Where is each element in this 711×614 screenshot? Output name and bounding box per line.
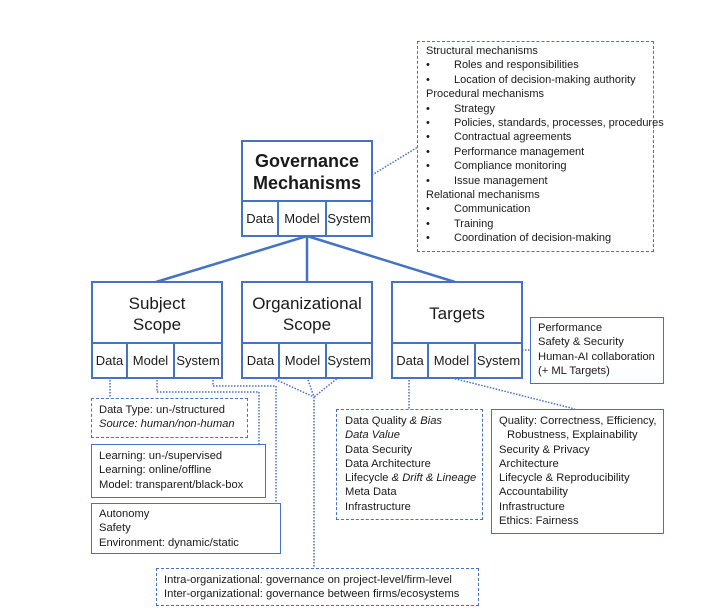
connector-governance-subject <box>155 234 308 284</box>
connector-governance-mechanisms-note <box>371 146 419 176</box>
targets-cell-data: Data <box>396 353 424 368</box>
governance-cell-model: Model <box>277 202 325 235</box>
mechanisms-group-heading: Relational mechanisms <box>426 189 540 202</box>
targets-cell-system: System <box>474 344 521 377</box>
mechanisms-item: •Policies, standards, processes, procedu… <box>426 117 664 130</box>
mechanisms-item: •Training <box>426 217 494 230</box>
governance-title: Governance Mechanisms <box>252 150 362 193</box>
organizational-note: Intra-organizational: governance on proj… <box>156 568 479 606</box>
subject-cell-model: Model <box>126 344 173 377</box>
subject-scope-cells: Data Model System <box>93 342 221 377</box>
connector-org-model <box>306 376 315 398</box>
connector-org-data <box>269 376 315 398</box>
mechanisms-group-heading: Structural mechanisms <box>426 45 538 57</box>
mechanisms-item: •Issue management <box>426 174 548 187</box>
mechanisms-item: •Performance management <box>426 145 585 158</box>
targets-model-note: Quality: Correctness, Efficiency, Robust… <box>491 409 664 534</box>
governance-cell-system: System <box>325 202 371 235</box>
organizational-scope-title: Organizational Scope <box>252 294 362 334</box>
mechanisms-item: •Roles and responsibilities <box>426 59 579 72</box>
subject-model-note: Learning: un-/supervised Learning: onlin… <box>91 444 266 498</box>
organizational-scope-box: Organizational Scope Data Model System <box>241 281 373 379</box>
targets-cells: Data Model System <box>393 342 521 377</box>
org-cell-model: Model <box>278 344 325 377</box>
mechanisms-item: •Coordination of decision-making <box>426 232 612 245</box>
connector-org-system <box>313 376 340 398</box>
targets-system-note: Performance Safety & Security Human-AI c… <box>530 317 664 384</box>
governance-mechanisms-box: Governance Mechanisms Data Model System <box>241 140 373 237</box>
governance-cell-data: Data <box>246 211 274 226</box>
mechanisms-group-heading: Procedural mechanisms <box>426 88 544 101</box>
subject-system-note: Autonomy Safety Environment: dynamic/sta… <box>91 503 281 554</box>
mechanisms-item: •Location of decision-making authority <box>426 73 636 86</box>
organizational-scope-cells: Data Model System <box>243 342 371 377</box>
mechanisms-item: •Communication <box>426 203 531 216</box>
subject-scope-box: Subject Scope Data Model System <box>91 281 223 379</box>
mechanisms-item: •Compliance monitoring <box>426 160 567 173</box>
subject-cell-system: System <box>173 344 221 377</box>
mechanisms-item: •Contractual agreements <box>426 131 572 144</box>
subject-data-note: Data Type: un-/structured Source: human/… <box>91 398 248 438</box>
mechanisms-note: Structural mechanisms •Roles and respons… <box>417 41 664 252</box>
subject-cell-data: Data <box>95 353 124 368</box>
mechanisms-item: •Strategy <box>426 102 495 115</box>
org-cell-system: System <box>325 344 371 377</box>
subject-scope-title: Subject Scope <box>128 294 186 334</box>
targets-title: Targets <box>429 304 485 324</box>
governance-cells: Data Model System <box>243 200 371 235</box>
org-cell-data: Data <box>246 353 275 368</box>
targets-box: Targets Data Model System <box>391 281 523 379</box>
targets-cell-model: Model <box>427 344 474 377</box>
targets-data-note: Data Quality & Bias Data Value Data Secu… <box>336 409 483 520</box>
